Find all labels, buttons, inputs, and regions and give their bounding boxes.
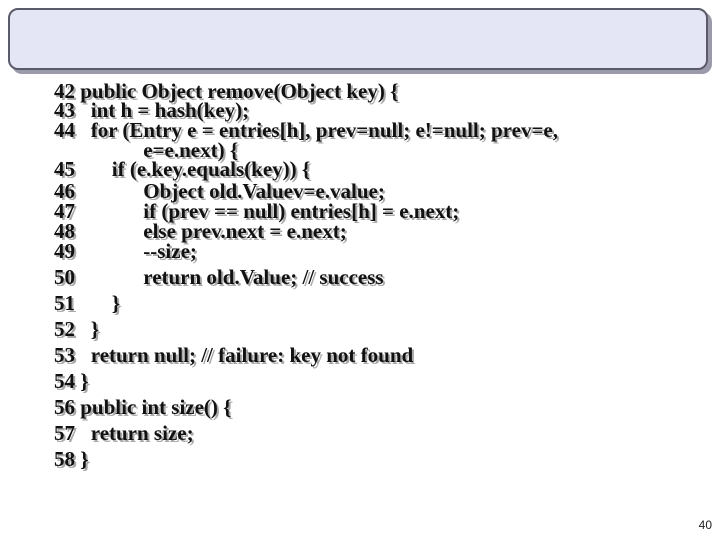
- code-line: 44 for (Entry e = entries[h], prev=null;…: [54, 118, 558, 142]
- code-line: 45 if (e.key.equals(key)) {: [54, 157, 311, 181]
- code-line: 53 return null; // failure: key not foun…: [54, 343, 414, 367]
- code-line: 58 }: [54, 447, 89, 471]
- code-line: e=e.next) {: [54, 138, 239, 162]
- code-line: 48 else prev.next = e.next;: [54, 219, 347, 243]
- code-line: 47 if (prev == null) entries[h] = e.next…: [54, 199, 460, 223]
- code-line: 46 Object old.Valuev=e.value;: [54, 179, 385, 203]
- code-line: 52 }: [54, 317, 100, 341]
- slide-title-box: [8, 8, 708, 70]
- code-line: 54 }: [54, 369, 89, 393]
- code-line: 50 return old.Value; // success: [54, 265, 384, 289]
- code-line: 56 public int size() {: [54, 395, 232, 419]
- slide-number: 40: [698, 518, 712, 532]
- code-line: 51 }: [54, 291, 121, 315]
- code-line: 42 public Object remove(Object key) {: [54, 79, 399, 103]
- code-line: 57 return size;: [54, 421, 194, 445]
- code-line: 43 int h = hash(key);: [54, 98, 250, 122]
- code-line: 49 --size;: [54, 239, 197, 263]
